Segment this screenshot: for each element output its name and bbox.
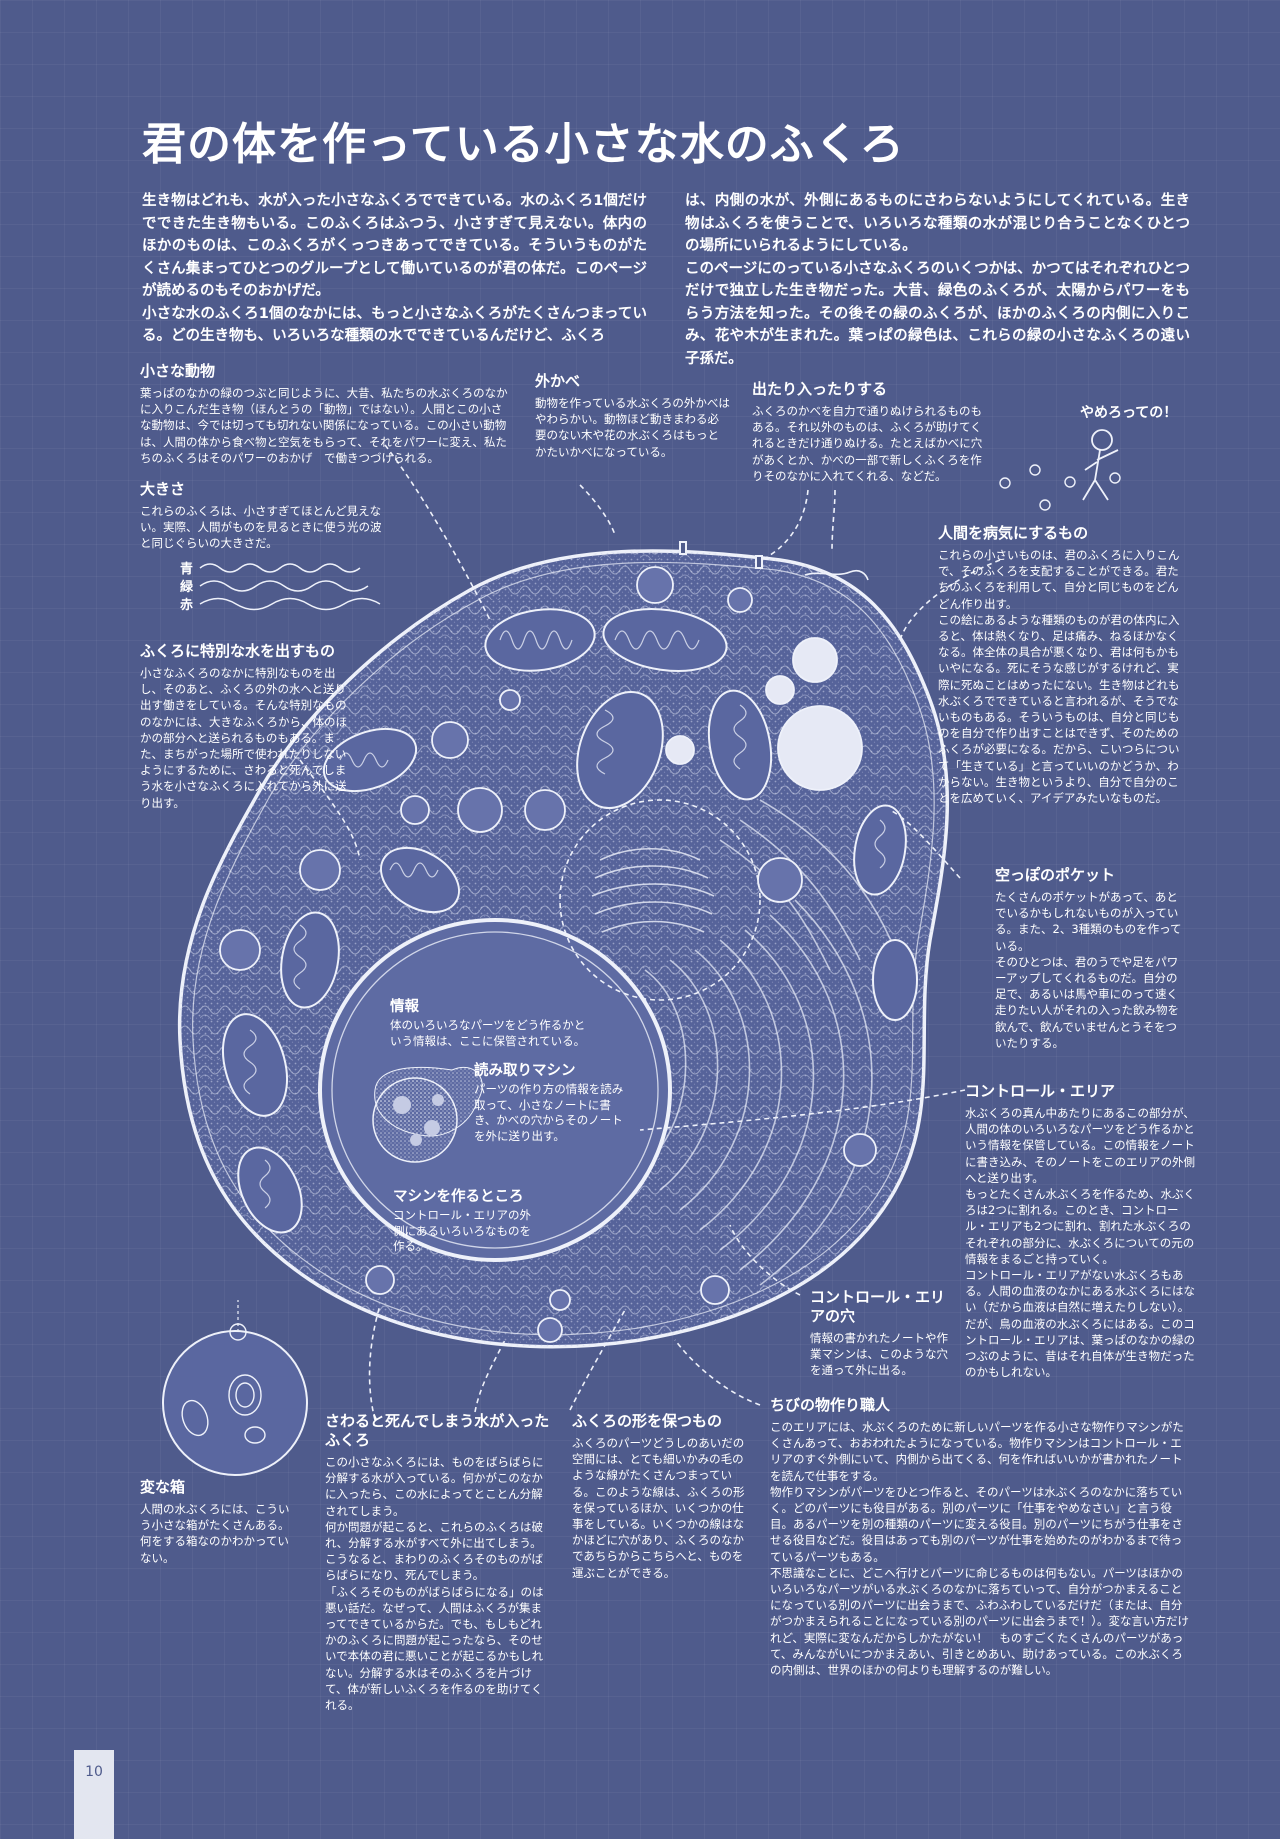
virus-particles <box>999 464 1121 511</box>
label-machine-maker: マシンを作るところ コントロール・エリアの外側にあるいろいろなものを作る。 <box>393 1188 533 1255</box>
annotation-body: もっとたくさん水ぶくろを作るため、水ぶくろは2つに割れる。このとき、コントロール… <box>965 1187 1195 1266</box>
intro-left-p1: 生き物はどれも、水が入った小さなふくろでできている。水のふくろ1個だけでできた生… <box>142 193 647 299</box>
annotation-tiny-makers: ちびの物作り職人 このエリアには、水ぶくろのために新しいパーツを作る小さな物作り… <box>770 1396 1190 1678</box>
annotation-deadly-water: さわると死んでしまう水が入ったふくろ この小さなふくろには、ものをばらばらに分解… <box>325 1412 550 1713</box>
label-title: 情報 <box>390 999 419 1015</box>
annotation-control-area: コントロール・エリア 水ぶくろの真ん中あたりにあるこの部分が、人間の体のいろいろ… <box>965 1082 1195 1380</box>
annotation-body: そのひとつは、君のうでや足をパワーアップしてくれるものだ。自分の足で、あるいは馬… <box>995 954 1179 1050</box>
annotation-title: さわると死んでしまう水が入ったふくろ <box>325 1412 550 1449</box>
annotation-in-and-out: 出たり入ったりする ふくろのかべを自力で通りぬけられるものもある。それ以外のもの… <box>752 380 992 484</box>
light-waves <box>199 563 381 611</box>
intro-left-p2: 小さな水のふくろ1個のなかには、もっと小さなふくろがたくさんつまっている。どの生… <box>142 305 647 345</box>
intro-right-p1: は、内側の水が、外側にあるものにさわらないようにしてくれている。生き物はふくろを… <box>685 193 1190 254</box>
annotation-title: 人間を病気にするもの <box>938 524 1089 542</box>
annotation-title: 空っぽのポケット <box>995 866 1116 884</box>
wave-label-blue: 青 <box>180 562 194 577</box>
page-number: 10 <box>85 1764 103 1780</box>
intro-right: は、内側の水が、外側にあるものにさわらないようにしてくれている。生き物はふくろを… <box>685 190 1190 370</box>
label-reader: 読み取りマシン パーツの作り方の情報を読み取って、小さなノートに書き、かべの穴か… <box>474 1062 632 1144</box>
annotation-title: ちびの物作り職人 <box>770 1396 891 1414</box>
mitochondria-cristae <box>243 630 886 1209</box>
annotation-small-animal: 小さな動物 葉っぱのなかの緑のつぶと同じように、大昔、私たちの水ぶくろのなかに入… <box>140 362 510 466</box>
odd-box-magnifier <box>162 1300 308 1476</box>
annotation-body: たくさんのポケットがあって、あとでいるかもしれないものが入っている。また、2、3… <box>995 890 1182 953</box>
label-info: 情報 体のいろいろなパーツをどう作るかという情報は、ここに保管されている。 <box>390 998 595 1049</box>
leader-lines <box>299 444 1001 1421</box>
label-title: 読み取りマシン <box>474 1063 576 1079</box>
speech-bubble: やめろっての！ <box>1080 405 1178 421</box>
vesicles <box>219 566 877 1343</box>
annotation-title: ふくろの形を保つもの <box>572 1412 723 1430</box>
annotation-body: 人間の水ぶくろには、こういう小さな箱がたくさんある。何をする箱なのかわかっていな… <box>140 1502 290 1565</box>
mitochondria <box>222 608 918 1234</box>
intro-right-p2: このページにのっている小さなふくろのいくつかは、かつてはそれぞれひとつだけで独立… <box>685 260 1190 367</box>
stick-figure <box>1082 429 1119 501</box>
annotation-body: 動物を作っている水ぶくろの外かべはやわらかい。動物ほど動きまわる必要のない木や花… <box>535 396 730 459</box>
annotation-title: コントロール・エリア <box>965 1082 1116 1100</box>
annotation-title: 出たり入ったりする <box>752 380 888 398</box>
annotation-body: 小さなふくろのなかに特別なものを出し、そのあと、ふくろの外の水へと送り出す働きを… <box>140 666 347 810</box>
annotation-size: 大きさ これらのふくろは、小さすぎてほとんど見えない。実際、人間がものを見るとき… <box>140 480 390 552</box>
annotation-body: 「ふくろそのものがばらばらになる」のは悪い話だ。なぜって、人間はふくろが集まって… <box>325 1584 544 1713</box>
annotation-shape-keepers: ふくろの形を保つもの ふくろのパーツどうしのあいだの空間には、とても細いかみの毛… <box>572 1412 750 1581</box>
nucleus <box>318 918 672 1262</box>
annotation-body: このエリアには、水ぶくろのために新しいパーツを作る小さな物作りマシンがたくさんあ… <box>770 1420 1184 1483</box>
annotation-body: ふくろのかべを自力で通りぬけられるものもある。それ以外のものは、ふくろが助けてく… <box>752 404 983 483</box>
annotation-title: 外かべ <box>535 372 581 390</box>
wave-label-green: 緑 <box>180 580 194 595</box>
intro-left: 生き物はどれも、水が入った小さなふくろでできている。水のふくろ1個だけでできた生… <box>142 190 647 348</box>
annotation-body: この絵にあるような種類のものが君の体内に入ると、体は熱くなり、足は痛み、ねるほか… <box>938 612 1180 806</box>
annotation-body: 物作りマシンがパーツをひとつ作ると、そのパーツは水ぶくろのなかに落ちていく。どの… <box>770 1484 1183 1564</box>
page-title: 君の体を作っている小さな水のふくろ <box>142 119 905 170</box>
label-body: パーツの作り方の情報を読み取って、小さなノートに書き、かべの穴からそのノートを外… <box>474 1082 624 1143</box>
annotation-control-hole: コントロール・エリアの穴 情報の書かれたノートや作業マシンは、このような穴を通っ… <box>810 1288 952 1379</box>
annotation-body: 葉っぱのなかの緑のつぶと同じように、大昔、私たちの水ぶくろのなかに入りこんだ生き… <box>140 386 508 465</box>
page-number-tab: 10 <box>74 1750 114 1839</box>
label-body: 体のいろいろなパーツをどう作るかという情報は、ここに保管されている。 <box>390 1018 586 1048</box>
golgi-region <box>559 799 761 1001</box>
annotation-body: 水ぶくろの真ん中あたりにあるこの部分が、人間の体のいろいろなパーツをどう作るかと… <box>965 1106 1195 1185</box>
annotation-body: 情報の書かれたノートや作業マシンは、このような穴を通って外に出る。 <box>810 1331 948 1378</box>
annotation-body: コントロール・エリアがない水ぶくろもある。人間の血液のなかにある水ぶくろにはない… <box>965 1268 1195 1380</box>
wave-label-red: 赤 <box>180 598 194 613</box>
cilia-strand <box>804 569 869 581</box>
annotation-empty-pocket: 空っぽのポケット たくさんのポケットがあって、あとでいるかもしれないものが入って… <box>995 866 1188 1051</box>
annotation-disease: 人間を病気にするもの これらの小さいものは、君のふくろに入りこんで、そのふくろを… <box>938 524 1188 806</box>
label-title: マシンを作るところ <box>393 1189 524 1205</box>
annotation-body: 不思議なことに、どこへ行けとパーツに命じるものは何もない。パーツはほかのいろいろ… <box>770 1565 1189 1678</box>
annotation-title: ふくろに特別な水を出すもの <box>140 642 336 660</box>
membrane-channels <box>679 541 763 569</box>
annotation-body: 何か問題が起こると、これらのふくろは破れ、分解する水がすべて外に出てしまう。こう… <box>325 1519 544 1583</box>
annotation-odd-box: 変な箱 人間の水ぶくろには、こういう小さな箱がたくさんある。何をする箱なのかわか… <box>140 1478 300 1566</box>
annotation-title: 小さな動物 <box>140 362 216 380</box>
annotation-body: この小さなふくろには、ものをばらばらに分解する水が入っている。何かがこのなかに入… <box>325 1455 544 1518</box>
annotation-outer-wall: 外かべ 動物を作っている水ぶくろの外かべはやわらかい。動物ほど動きまわる必要のな… <box>535 372 730 460</box>
annotation-body: ふくろのパーツどうしのあいだの空間には、とても細いかみの毛のような線がたくさんつ… <box>572 1436 745 1580</box>
annotation-body: これらのふくろは、小さすぎてほとんど見えない。実際、人間がものを見るときに使う光… <box>140 504 382 551</box>
annotation-special-water: ふくろに特別な水を出すもの 小さなふくろのなかに特別なものを出し、そのあと、ふく… <box>140 642 355 811</box>
annotation-title: 変な箱 <box>140 1478 186 1496</box>
annotation-title: 大きさ <box>140 480 186 498</box>
annotation-body: これらの小さいものは、君のふくろに入りこんで、そのふくろを支配することができる。… <box>938 548 1180 611</box>
annotation-title: コントロール・エリアの穴 <box>810 1288 946 1325</box>
label-body: コントロール・エリアの外側にあるいろいろなものを作る。 <box>393 1208 531 1253</box>
